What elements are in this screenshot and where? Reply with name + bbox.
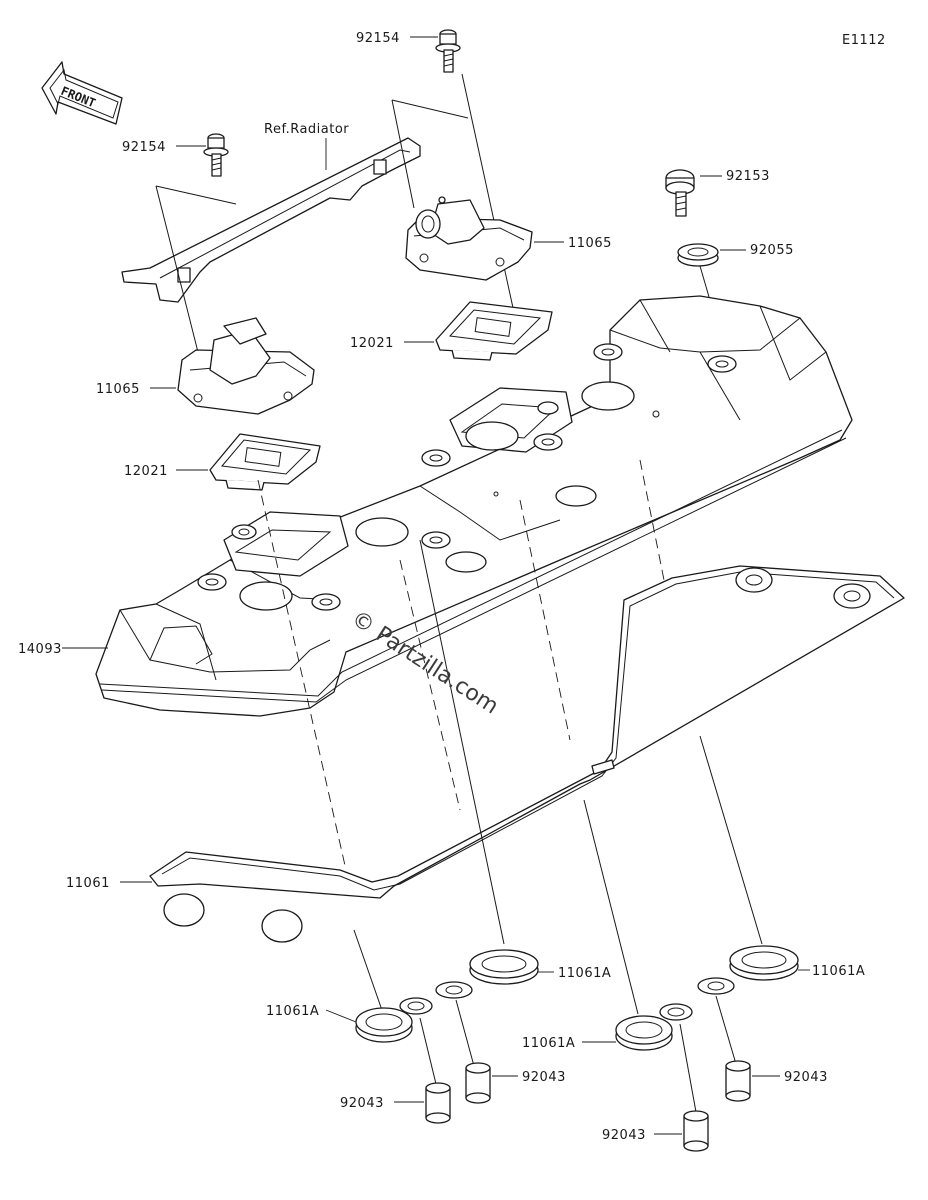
label-breather-left: 11065 (96, 382, 140, 397)
watermark: © Partzilla.com (347, 606, 503, 719)
label-dowel-3: 92043 (602, 1128, 646, 1143)
label-plug-gasket-1: 11061A (266, 1004, 319, 1019)
washer-icon (677, 243, 719, 267)
label-washer: 92055 (750, 243, 794, 258)
label-breather-right: 11065 (568, 236, 612, 251)
label-gasket: 11061 (66, 876, 110, 891)
plug-gasket-4-icon (697, 945, 799, 995)
gasket (149, 565, 905, 943)
bolt-right-icon (665, 169, 695, 217)
breather-right-icon (405, 196, 533, 281)
dowel-1-icon (425, 1082, 451, 1124)
label-dowel-1: 92043 (340, 1096, 384, 1111)
label-bolt-right: 92153 (726, 169, 770, 184)
label-reed-left: 12021 (124, 464, 168, 479)
label-plug-gasket-2: 11061A (558, 966, 611, 981)
dowel-2-icon (465, 1062, 491, 1104)
dowel-4-icon (725, 1060, 751, 1102)
dowel-3-icon (683, 1110, 709, 1152)
plug-gasket-2-icon (435, 949, 539, 999)
breather-left-icon (177, 317, 315, 415)
plug-gasket-3-icon (615, 1003, 693, 1051)
bolt-left-icon (203, 133, 229, 177)
reed-left-icon (209, 433, 321, 491)
label-bolt-left: 92154 (122, 140, 166, 155)
radiator-bracket (121, 137, 421, 303)
label-bolt-top: 92154 (356, 31, 400, 46)
plug-gasket-1-icon (355, 997, 433, 1043)
label-cylinder-head-cover: 14093 (18, 642, 62, 657)
label-ref-radiator: Ref.Radiator (264, 122, 349, 137)
front-arrow-icon: FRONT (41, 61, 123, 125)
bolt-top-icon (435, 29, 461, 73)
label-dowel-4: 92043 (784, 1070, 828, 1085)
label-plug-gasket-3: 11061A (522, 1036, 575, 1051)
label-reed-right: 12021 (350, 336, 394, 351)
diagram-code: E1112 (842, 33, 886, 48)
cylinder-head-cover (95, 295, 853, 717)
label-dowel-2: 92043 (522, 1070, 566, 1085)
reed-right-icon (435, 301, 553, 361)
label-plug-gasket-4: 11061A (812, 964, 865, 979)
